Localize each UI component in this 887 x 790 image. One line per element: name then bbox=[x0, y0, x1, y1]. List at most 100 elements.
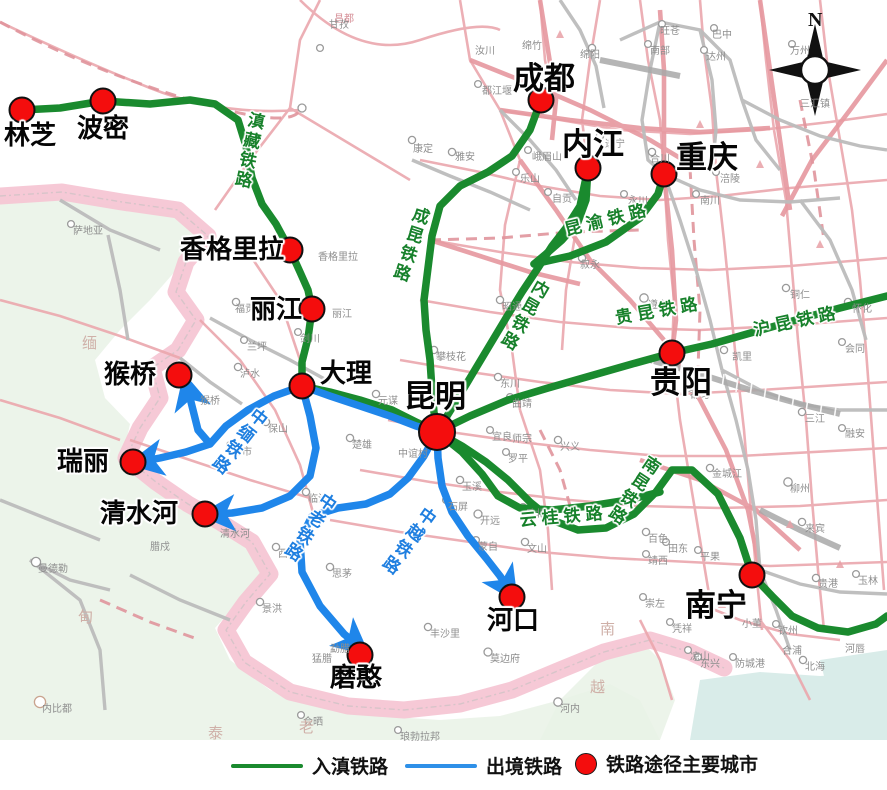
legend-city-dot-swatch bbox=[575, 752, 597, 775]
minor-place-label: 平果 bbox=[700, 552, 720, 563]
minor-place-label: 合川 bbox=[650, 154, 670, 165]
minor-place-label: 巴中 bbox=[712, 30, 732, 41]
minor-place-label: 中谊村 bbox=[398, 449, 428, 460]
legend-label-outbound: 出境铁路 bbox=[486, 757, 563, 778]
city-label: 波密 bbox=[77, 113, 130, 143]
minor-place-label: 内比都 bbox=[42, 704, 72, 715]
minor-place-label: 攀枝花 bbox=[436, 352, 466, 363]
railway-zhongmian-houqiao bbox=[174, 372, 306, 448]
railway-zhongyue bbox=[433, 428, 518, 603]
city-dot-group bbox=[8, 86, 766, 669]
minor-place-label: 琅勃拉邦 bbox=[400, 732, 440, 743]
city-label: 重庆 bbox=[676, 140, 738, 175]
railway-nankun bbox=[433, 428, 756, 579]
minor-place-label: 猴桥 bbox=[200, 396, 220, 407]
minor-place-label: 昌都 bbox=[334, 14, 354, 25]
country-label: 甸 bbox=[78, 609, 94, 626]
railway-nanning-coast bbox=[748, 571, 887, 636]
minor-place-label: 百色 bbox=[648, 534, 668, 545]
city-dot[interactable] bbox=[650, 160, 678, 188]
city-label: 贵阳 bbox=[650, 365, 712, 400]
legend-label-city: 铁路途径主要城市 bbox=[606, 755, 759, 776]
national-border-line bbox=[0, 191, 725, 711]
minor-place-label: 汝川 bbox=[475, 46, 495, 57]
city-dot[interactable] bbox=[165, 361, 193, 389]
city-label: 大理 bbox=[320, 358, 373, 388]
minor-place-label: 保山 bbox=[268, 424, 288, 435]
map-legend: 04590135180225千米 入滇铁路 出境铁路 铁路途径主要城市 bbox=[0, 742, 887, 790]
minor-place-label: 临沧 bbox=[308, 494, 328, 505]
city-dot[interactable] bbox=[276, 236, 304, 264]
minor-place-label: 万州 bbox=[790, 46, 810, 57]
minor-place-label: 石屏 bbox=[448, 502, 468, 513]
city-dot[interactable] bbox=[498, 583, 526, 611]
minor-place-label: 绵阳 bbox=[580, 50, 600, 61]
minor-place-label: 合浦 bbox=[782, 646, 802, 657]
minor-place-label: 东兴 bbox=[700, 659, 720, 670]
minor-place-label: 曼德勒 bbox=[38, 564, 68, 575]
minor-place-label: 康定 bbox=[413, 144, 433, 155]
minor-place-label: 防城港 bbox=[735, 659, 765, 670]
minor-place-label: 楚雄 bbox=[352, 440, 372, 451]
railway-blue-lines bbox=[126, 372, 518, 656]
city-dot[interactable] bbox=[288, 372, 316, 400]
city-dot[interactable] bbox=[418, 413, 456, 451]
railway-zhongmian-ruili bbox=[126, 438, 214, 476]
minor-place-label: 崇左 bbox=[645, 599, 665, 610]
country-label: 越 bbox=[590, 679, 606, 696]
minor-place-label: 北海 bbox=[805, 662, 825, 673]
minor-place-label: 绵竹 bbox=[522, 41, 542, 52]
minor-place-label: 乐山 bbox=[520, 174, 540, 185]
city-dot[interactable] bbox=[346, 641, 374, 669]
minor-place-label: 蒙自 bbox=[478, 542, 498, 553]
city-dot[interactable] bbox=[658, 339, 686, 367]
compass-north-label: N bbox=[808, 9, 823, 31]
city-dot[interactable] bbox=[298, 295, 326, 323]
railway-yungui bbox=[433, 428, 664, 514]
minor-place-label: 金城江 bbox=[712, 469, 742, 480]
city-dot[interactable] bbox=[8, 96, 36, 124]
minor-place-label: 昭通 bbox=[502, 302, 522, 313]
minor-place-label: 田东 bbox=[668, 544, 688, 555]
railway-zhongmian-qingshuihe bbox=[198, 382, 320, 532]
minor-place-label: 玉溪 bbox=[462, 482, 482, 493]
minor-place-label: 香格里拉 bbox=[318, 252, 358, 263]
city-label: 猴桥 bbox=[104, 359, 157, 389]
minor-place-label: 南部 bbox=[650, 46, 670, 57]
minor-place-label: 元谋 bbox=[378, 396, 398, 407]
minor-place-label: 丽江 bbox=[332, 309, 352, 320]
minor-place-label: 遂宁 bbox=[605, 139, 625, 150]
minor-place-label: 丘北 bbox=[525, 509, 545, 520]
minor-place-label: 泸水 bbox=[240, 369, 260, 380]
minor-place-label: 思茅 bbox=[332, 569, 352, 580]
compass-rose bbox=[769, 24, 861, 116]
foreign-territory-fill bbox=[0, 196, 660, 740]
city-dot[interactable] bbox=[89, 87, 117, 115]
minor-place-label: 福贡 bbox=[235, 304, 255, 315]
minor-place-label: 甘孜 bbox=[329, 20, 349, 31]
country-label: 老 bbox=[299, 719, 315, 736]
minor-place-label: 玉林 bbox=[858, 576, 878, 587]
railway-kunyu bbox=[530, 164, 592, 268]
minor-place-label: 师宗 bbox=[512, 434, 532, 445]
road-network-red-major bbox=[429, 0, 887, 571]
minor-place-label: 旺苍 bbox=[660, 26, 680, 37]
minor-node-circles bbox=[30, 19, 861, 735]
minor-place-label: 河唇 bbox=[845, 644, 865, 655]
country-label: 南 bbox=[600, 621, 616, 638]
minor-place-label: 腊戍 bbox=[150, 542, 170, 553]
vietnam-fill bbox=[540, 640, 675, 740]
city-dot[interactable] bbox=[527, 86, 555, 114]
minor-place-label: 凭祥 bbox=[672, 624, 692, 635]
railway-guikun bbox=[433, 349, 676, 436]
city-dot[interactable] bbox=[738, 561, 766, 589]
minor-marker-triangles bbox=[556, 30, 844, 608]
minor-place-label: 罗平 bbox=[508, 454, 528, 465]
minor-place-label: 自贡 bbox=[552, 194, 572, 205]
city-dot[interactable] bbox=[119, 448, 147, 476]
city-dot[interactable] bbox=[191, 500, 219, 528]
city-label: 香格里拉 bbox=[180, 234, 285, 264]
city-dot[interactable] bbox=[574, 154, 602, 182]
minor-place-label: 文山 bbox=[527, 544, 547, 555]
